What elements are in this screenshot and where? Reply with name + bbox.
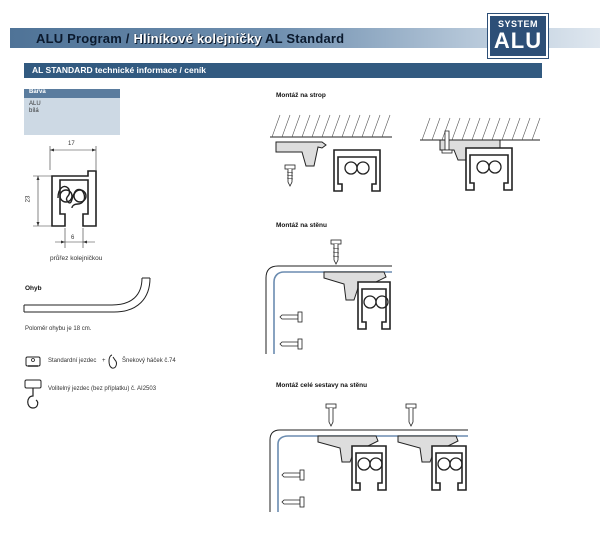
dimension-gap-label: 6 [71,235,75,241]
title-part-model: AL Standard [261,31,345,46]
logo-bottom-text: ALU [493,28,543,53]
optional-glider-label: Volitelný jezdec (bez příplatku) č. AI25… [48,386,157,392]
full-set-mount-heading: Montáž celé sestavy na stěnu [276,382,368,389]
section-bar [24,63,542,78]
ceiling-mount-diagram-2 [420,117,541,191]
standard-glider-icon [25,356,41,367]
plus-sign: + [102,358,106,364]
ceiling-mount-diagram-1 [270,114,392,192]
dimension-height-label: 23 [25,195,32,203]
page-title: ALU Program / Hliníkové kolejničky AL St… [36,31,344,46]
title-part-product: Hliníkové kolejničky [133,31,262,46]
color-box-header [24,89,120,98]
logo-top-text: SYSTEM [497,19,538,29]
dimension-width-label: 17 [68,141,75,147]
header-bar [10,28,600,48]
wall-mount-heading: Montáž na stěnu [276,222,327,229]
wall-mount-diagram [265,239,392,354]
color-option-alu: ALU [29,101,41,107]
standard-glider-label: Standardní jezdec [48,358,97,364]
ceiling-mount-heading: Montáž na strop [276,92,326,99]
bend-radius-note: Poloměr ohybu je 18 cm. [25,326,92,332]
system-alu-logo: SYSTEM ALU [488,14,548,58]
bend-heading: Ohyb [25,285,42,292]
color-heading: Barva [29,89,46,95]
profile-caption: průřez kolejničkou [50,255,103,262]
screw-hook-icon [108,354,117,369]
color-option-white: bílá [29,108,39,114]
full-set-wall-mount-diagram [269,403,468,512]
optional-glider-icon [24,379,42,409]
screw-hook-label: Šnekový háček č.74 [122,358,176,364]
title-part-program: ALU Program / [36,31,134,46]
section-title: AL STANDARD technické informace / ceník [32,65,206,75]
